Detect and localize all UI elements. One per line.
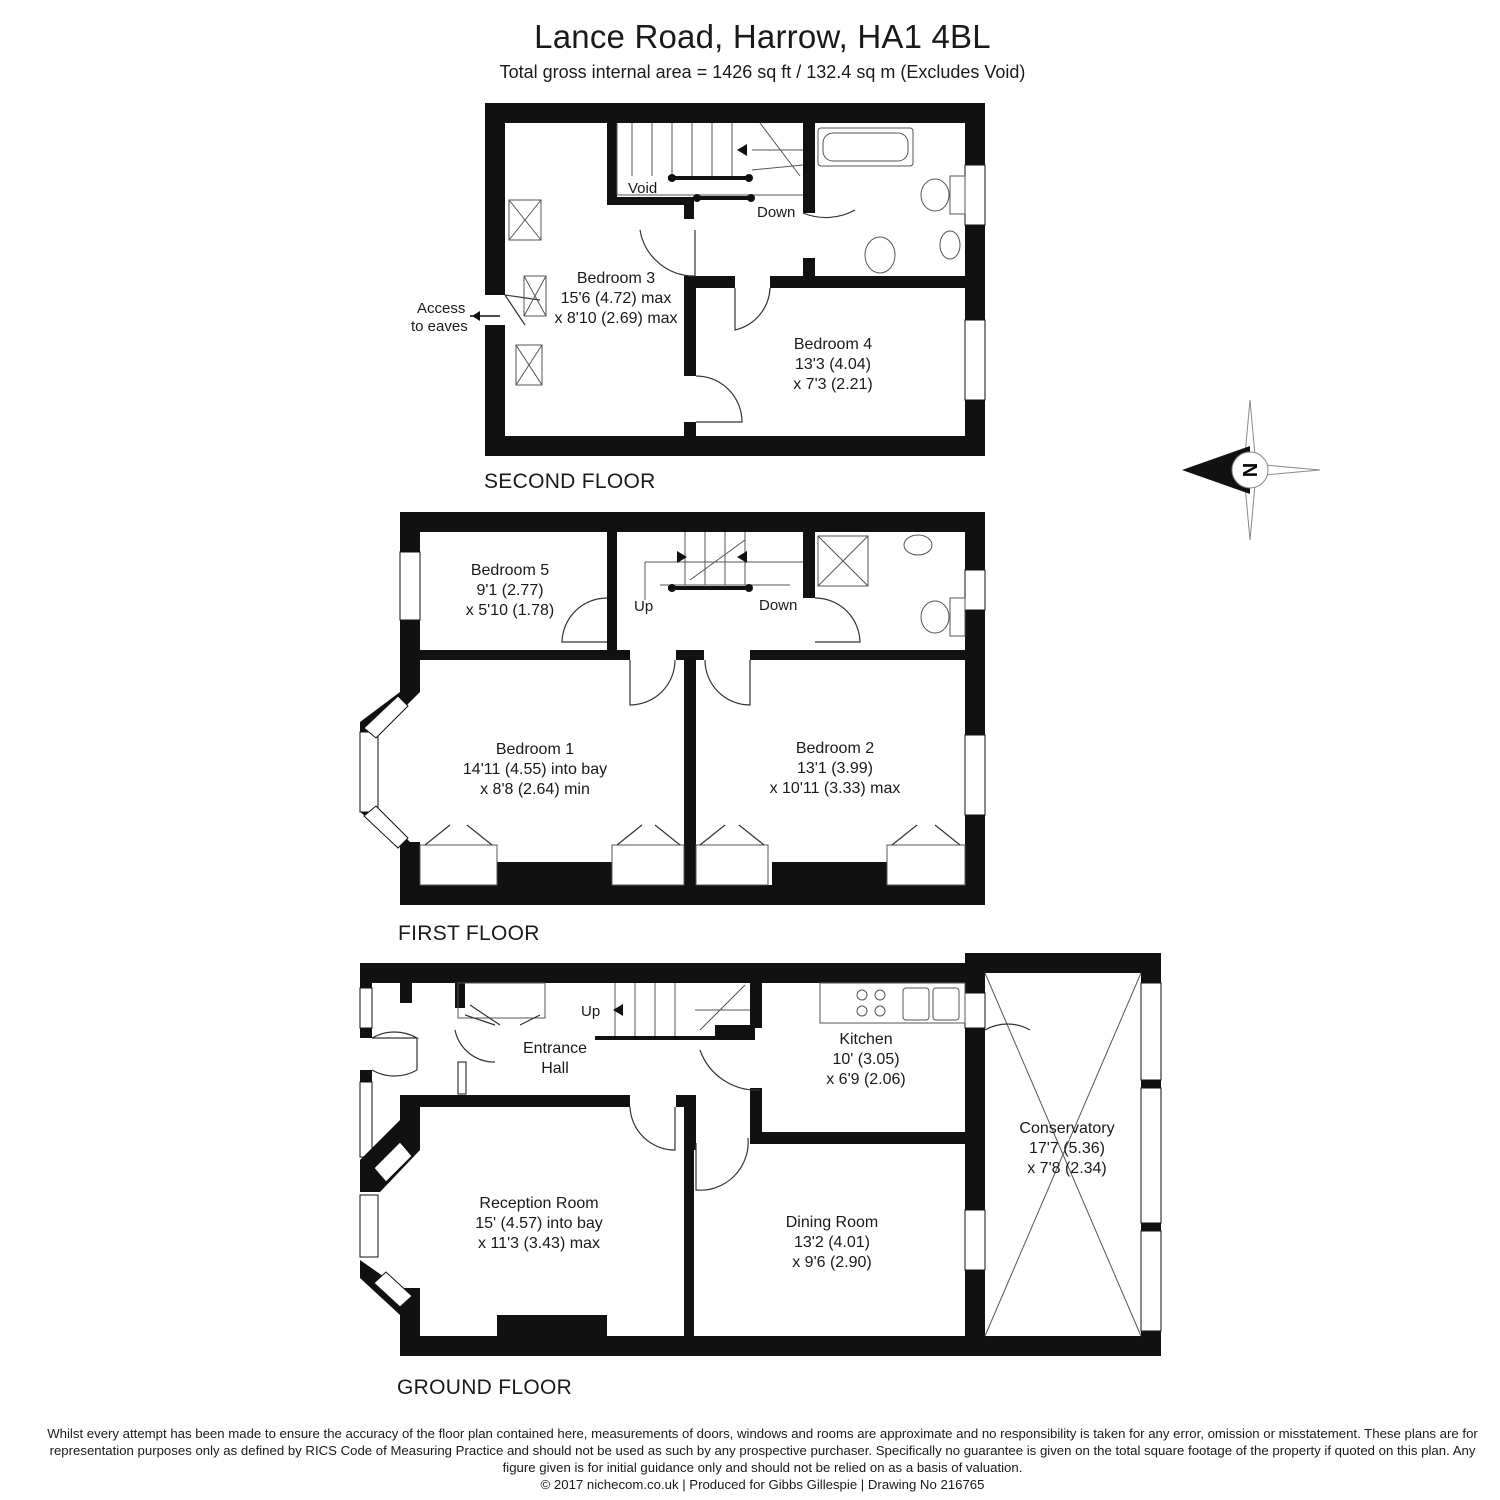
kitchen-dim2: x 6'9 (2.06) <box>826 1071 906 1088</box>
disclaimer-text: Whilst every attempt has been made to en… <box>47 1426 1478 1475</box>
reception-room-dim1: 15' (4.57) into bay <box>475 1215 603 1232</box>
dining-room-dim2: x 9'6 (2.90) <box>792 1254 872 1271</box>
north-label: N <box>1240 463 1262 477</box>
first-floor-plan <box>359 512 986 905</box>
bedroom3-dim1: 15'6 (4.72) max <box>561 290 672 307</box>
bedroom3-name: Bedroom 3 <box>577 270 655 287</box>
bedroom4-dim1: 13'3 (4.04) <box>795 356 871 373</box>
bedroom2-dim2: x 10'11 (3.33) max <box>770 780 901 797</box>
bedroom5-name: Bedroom 5 <box>471 562 549 579</box>
bedroom1-name: Bedroom 1 <box>496 741 574 758</box>
reception-room-name: Reception Room <box>479 1195 598 1212</box>
second-floor-plan <box>470 103 986 456</box>
first-floor-label: FIRST FLOOR <box>398 922 540 945</box>
conservatory-dim1: 17'7 (5.36) <box>1029 1140 1105 1157</box>
bedroom1-dim1: 14'11 (4.55) into bay <box>463 761 607 778</box>
access-eaves-label-1: Access <box>417 300 465 317</box>
void-label: Void <box>628 180 657 197</box>
bedroom4-dim2: x 7'3 (2.21) <box>793 376 873 393</box>
reception-room-dim2: x 11'3 (3.43) max <box>478 1235 600 1252</box>
bedroom3-dim2: x 8'10 (2.69) max <box>554 310 677 327</box>
down-label-first: Down <box>759 597 797 614</box>
gross-area: Total gross internal area = 1426 sq ft /… <box>499 62 1026 82</box>
conservatory-dim2: x 7'8 (2.34) <box>1027 1160 1107 1177</box>
dining-room-dim1: 13'2 (4.01) <box>794 1234 870 1251</box>
credits-text: © 2017 nichecom.co.uk | Produced for Gib… <box>540 1477 985 1492</box>
second-floor-label: SECOND FLOOR <box>484 470 656 493</box>
kitchen-name: Kitchen <box>839 1031 892 1048</box>
entrance-hall-name-2: Hall <box>541 1060 569 1077</box>
bedroom5-dim1: 9'1 (2.77) <box>476 582 543 599</box>
north-compass-icon: N <box>1182 399 1321 541</box>
conservatory-name: Conservatory <box>1019 1120 1114 1137</box>
kitchen-dim1: 10' (3.05) <box>832 1051 899 1068</box>
ground-floor-plan <box>359 953 1162 1356</box>
ground-floor-label: GROUND FLOOR <box>397 1376 573 1399</box>
up-label-first: Up <box>634 598 653 615</box>
up-label-ground: Up <box>581 1003 600 1020</box>
entrance-hall-name-1: Entrance <box>523 1040 587 1057</box>
down-label-second: Down <box>757 204 795 221</box>
bedroom4-name: Bedroom 4 <box>794 336 872 353</box>
access-eaves-label-2: to eaves <box>411 318 468 335</box>
bedroom5-dim2: x 5'10 (1.78) <box>466 602 554 619</box>
bedroom2-name: Bedroom 2 <box>796 740 874 757</box>
dining-room-name: Dining Room <box>786 1214 878 1231</box>
bedroom1-dim2: x 8'8 (2.64) min <box>480 781 590 798</box>
plan-title: Lance Road, Harrow, HA1 4BL <box>534 18 991 55</box>
bedroom2-dim1: 13'1 (3.99) <box>797 760 873 777</box>
footer: Whilst every attempt has been made to en… <box>40 1425 1485 1493</box>
